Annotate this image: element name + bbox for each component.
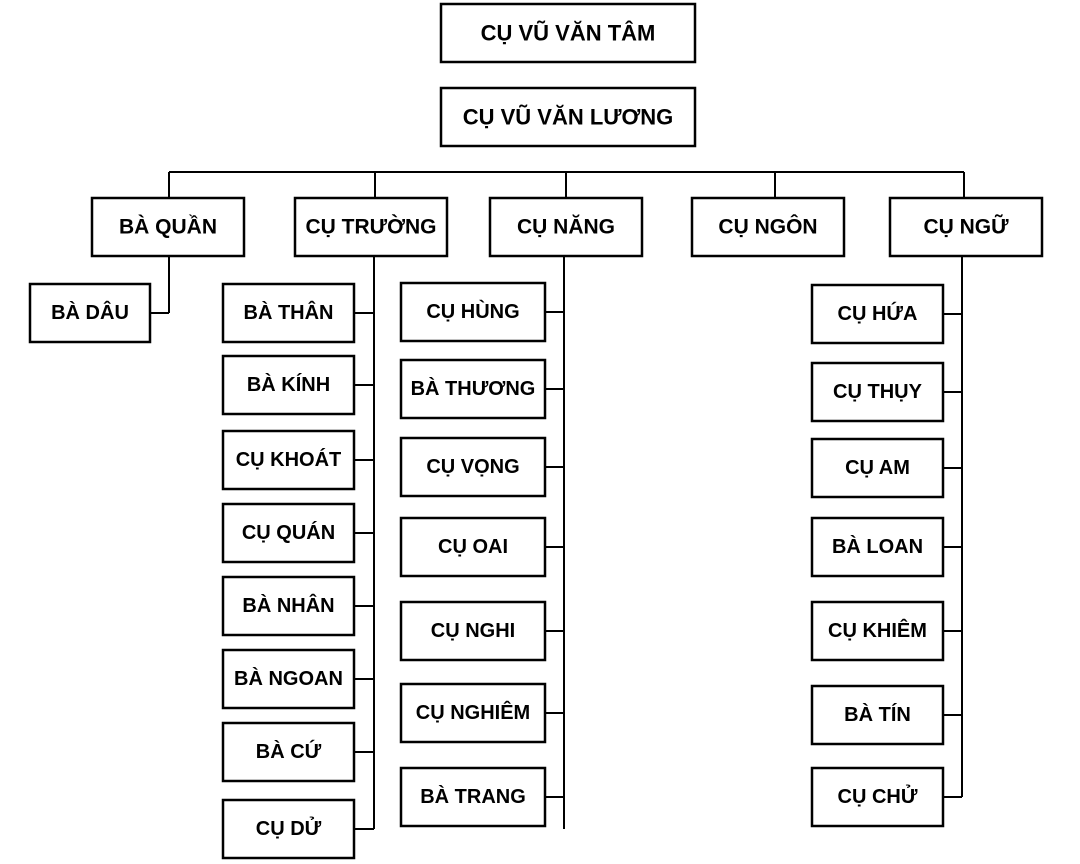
- child-person-node-label: BÀ NHÂN: [242, 593, 334, 617]
- child-person-node-box: [399, 436, 547, 498]
- branch-person-node-label: CỤ NĂNG: [517, 216, 615, 239]
- generation2-person-node-box: [439, 86, 697, 148]
- child-person-node-label: BÀ TRANG: [420, 785, 526, 808]
- branch-person-node: CỤ NGỮ: [888, 196, 1044, 258]
- child-person-node-box: [399, 682, 547, 744]
- child-person-node-label: CỤ QUÁN: [242, 521, 335, 544]
- root-person-node: CỤ VŨ VĂN TÂM: [439, 2, 697, 64]
- child-person-node-box: [221, 798, 356, 860]
- child-person-node-label: CỤ NGHIÊM: [416, 700, 530, 724]
- child-person-node-box: [810, 600, 945, 662]
- child-person-node: CỤ AM: [810, 437, 945, 499]
- child-person-node: CỤ HÙNG: [399, 281, 547, 343]
- child-person-node-box: [399, 516, 547, 578]
- child-person-node: BÀ TÍN: [810, 684, 945, 746]
- child-person-node-label: BÀ CỨ: [256, 739, 322, 763]
- branch-person-node-box: [293, 196, 449, 258]
- child-person-node-box: [28, 282, 152, 344]
- branch-person-node-box: [690, 196, 846, 258]
- child-person-node: CỤ QUÁN: [221, 502, 356, 564]
- child-person-node: CỤ OAI: [399, 516, 547, 578]
- child-person-node-box: [810, 766, 945, 828]
- child-person-node: BÀ THƯƠNG: [399, 358, 547, 420]
- child-person-node: BÀ KÍNH: [221, 354, 356, 416]
- root-person-node-box: [439, 2, 697, 64]
- connector-lines: [150, 171, 965, 830]
- branch-person-node: BÀ QUẦN: [90, 196, 246, 258]
- generation2-person-node: CỤ VŨ VĂN LƯƠNG: [439, 86, 697, 148]
- child-person-node-box: [221, 429, 356, 491]
- child-person-node-box: [399, 281, 547, 343]
- child-person-node: CỤ NGHIÊM: [399, 682, 547, 744]
- child-person-node-box: [810, 684, 945, 746]
- child-person-node: CỤ THỤY: [810, 361, 945, 423]
- child-person-node-box: [810, 361, 945, 423]
- child-person-node-box: [221, 575, 356, 637]
- branch-person-node-box: [888, 196, 1044, 258]
- child-person-node-label: CỤ THỤY: [833, 381, 923, 403]
- child-person-node-label: BÀ DÂU: [51, 300, 129, 324]
- child-person-node-box: [810, 283, 945, 345]
- child-person-node-label: BÀ KÍNH: [247, 373, 330, 396]
- child-person-node-label: CỤ OAI: [438, 536, 508, 558]
- child-person-node-label: CỤ VỌNG: [426, 456, 519, 478]
- root-person-node-label: CỤ VŨ VĂN TÂM: [481, 21, 656, 46]
- child-person-node: CỤ HỨA: [810, 283, 945, 345]
- child-person-node-label: BÀ LOAN: [832, 535, 923, 558]
- child-person-node-label: CỤ KHOÁT: [236, 448, 342, 471]
- child-person-node: CỤ CHỬ: [810, 766, 945, 828]
- child-person-node: BÀ NGOAN: [221, 648, 356, 710]
- child-person-node-label: BÀ THÂN: [244, 300, 334, 324]
- child-person-node: CỤ DỬ: [221, 798, 356, 860]
- child-person-node: BÀ NHÂN: [221, 575, 356, 637]
- child-person-node-label: BÀ THƯƠNG: [411, 377, 536, 400]
- child-person-node: CỤ VỌNG: [399, 436, 547, 498]
- child-person-node-label: CỤ HỨA: [838, 301, 918, 325]
- child-person-node-box: [221, 282, 356, 344]
- child-person-node-label: CỤ CHỬ: [838, 784, 918, 808]
- child-person-node-box: [810, 516, 945, 578]
- child-person-node: CỤ KHIÊM: [810, 600, 945, 662]
- child-person-node-label: CỤ DỬ: [256, 816, 322, 840]
- child-person-node: BÀ CỨ: [221, 721, 356, 783]
- child-person-node-box: [221, 354, 356, 416]
- child-person-node-box: [399, 358, 547, 420]
- child-person-node: BÀ DÂU: [28, 282, 152, 344]
- child-person-node: BÀ LOAN: [810, 516, 945, 578]
- branch-person-node-box: [90, 196, 246, 258]
- child-person-node-label: CỤ KHIÊM: [828, 618, 927, 642]
- child-person-node-box: [810, 437, 945, 499]
- child-person-node: BÀ TRANG: [399, 766, 547, 828]
- branch-person-node-label: CỤ TRƯỜNG: [306, 215, 437, 239]
- child-person-node-box: [399, 600, 547, 662]
- branch-person-node: CỤ NĂNG: [488, 196, 644, 258]
- child-person-node: CỤ NGHI: [399, 600, 547, 662]
- child-person-node: CỤ KHOÁT: [221, 429, 356, 491]
- child-person-node-label: BÀ TÍN: [844, 703, 911, 726]
- generation2-person-node-label: CỤ VŨ VĂN LƯƠNG: [463, 105, 674, 130]
- child-person-node-box: [221, 502, 356, 564]
- child-person-node-box: [399, 766, 547, 828]
- child-person-node-box: [221, 648, 356, 710]
- branch-person-node-label: CỤ NGÔN: [718, 215, 817, 239]
- child-person-node-label: CỤ NGHI: [431, 620, 515, 642]
- child-person-node-label: BÀ NGOAN: [234, 667, 343, 690]
- branch-person-node: CỤ NGÔN: [690, 196, 846, 258]
- child-person-node-label: CỤ AM: [845, 457, 910, 479]
- child-person-node-label: CỤ HÙNG: [426, 299, 519, 323]
- branch-person-node: CỤ TRƯỜNG: [293, 196, 449, 258]
- branch-person-node-label: BÀ QUẦN: [119, 216, 217, 239]
- person-nodes: CỤ VŨ VĂN TÂM CỤ VŨ VĂN LƯƠNG BÀ QUẦN CỤ TR…: [28, 2, 1044, 860]
- child-person-node: BÀ THÂN: [221, 282, 356, 344]
- child-person-node-box: [221, 721, 356, 783]
- branch-person-node-label: CỤ NGỮ: [923, 215, 1009, 239]
- branch-person-node-box: [488, 196, 644, 258]
